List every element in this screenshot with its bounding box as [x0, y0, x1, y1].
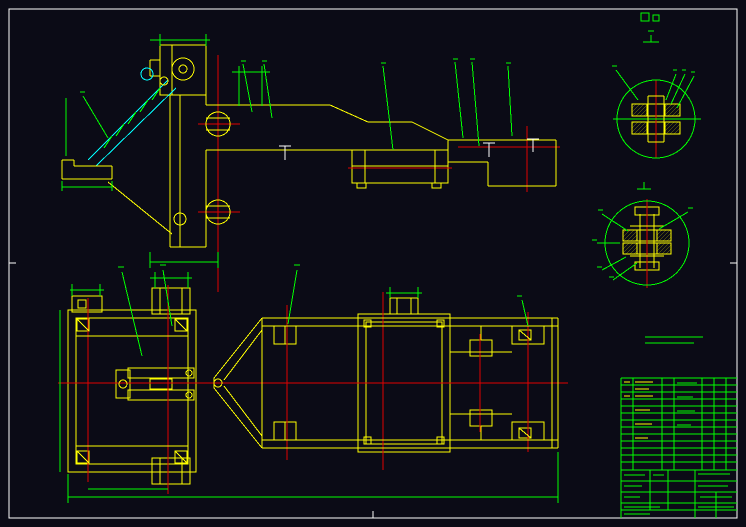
- annotation-symbols: [640, 12, 703, 344]
- plan-view: [58, 264, 568, 503]
- detail-view-a: [612, 30, 701, 159]
- side-view: [61, 34, 560, 292]
- sheet-frame: [8, 8, 738, 519]
- detail-view-b: [592, 182, 693, 288]
- title-block: [620, 377, 737, 518]
